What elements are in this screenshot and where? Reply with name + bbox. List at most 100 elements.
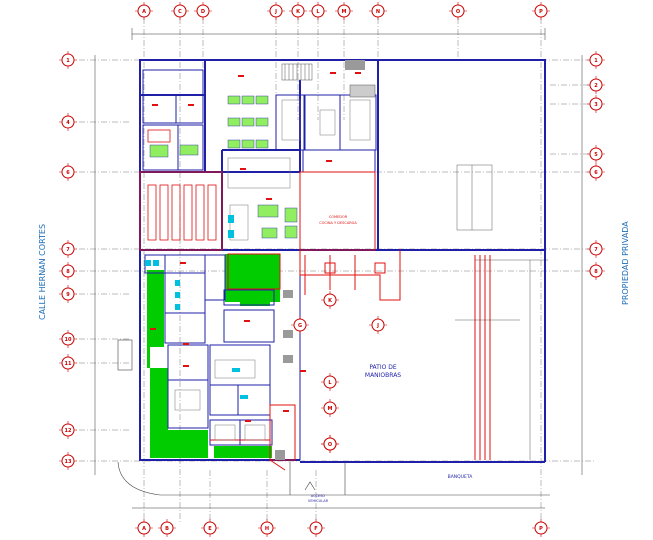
grid-bubble-right-2: 2 [587,76,605,94]
patio-label-line1: PATIO DE [369,364,397,371]
grid-bubble-inner-M: M [321,399,339,417]
grid-bubble-inner-L: L [321,373,339,391]
svg-text:7: 7 [66,247,70,253]
room-tags [150,72,361,422]
grid-bubble-left-6: 6 [59,163,77,181]
svg-text:K: K [328,298,333,304]
svg-text:E: E [208,526,212,532]
grid-bubble-right-8: 8 [587,262,605,280]
svg-text:N: N [376,9,380,15]
svg-text:5: 5 [594,152,598,158]
grid-bubble-left-10: 10 [59,330,77,348]
grid-bubble-top-N: N [369,2,387,20]
svg-text:8: 8 [594,269,598,275]
red-walls [139,171,491,471]
grid-bubble-bottom-P: P [532,519,550,537]
svg-text:9: 9 [66,292,70,298]
svg-text:J: J [376,323,379,329]
grid-bubble-top-M: M [335,2,353,20]
grid-bubble-bottom-B: B [158,519,176,537]
plan-labels: CALLE HERNAN CORTES PROPIEDAD PRIVADA PA… [38,215,630,503]
svg-text:12: 12 [65,428,72,434]
grid-bubble-left-13: 13 [59,452,77,470]
comedor-label-2: COCINA Y DESCARGA [319,221,357,225]
grid-bubble-left-11: 11 [59,354,77,372]
svg-text:2: 2 [594,83,598,89]
svg-text:O: O [456,9,460,15]
svg-text:O: O [328,442,332,448]
grid-bubble-inner-O: O [321,435,339,453]
svg-text:H: H [265,526,269,532]
svg-text:1: 1 [594,58,598,64]
svg-text:A: A [142,9,146,15]
grid-bubble-inner-K: K [321,291,339,309]
svg-text:C: C [178,9,182,15]
building-walls [139,59,546,463]
svg-text:P: P [539,9,543,15]
street-left-label: CALLE HERNAN CORTES [38,224,47,320]
svg-text:11: 11 [65,361,72,367]
grid-bubble-top-O: O [449,2,467,20]
grid-bubble-top-L: L [309,2,327,20]
interior-walls [142,69,377,460]
grid-bubble-left-12: 12 [59,421,77,439]
grid-bubble-right-1: 1 [587,51,605,69]
banqueta-label: BANQUETA [448,474,474,480]
svg-text:8: 8 [66,269,70,275]
patio-details [455,164,548,460]
grid-bubble-top-C: C [171,2,189,20]
svg-text:13: 13 [65,459,72,465]
svg-text:P: P [539,526,543,532]
grid-bubble-bottom-F: F [307,519,325,537]
grid-bubble-top-D: D [194,2,212,20]
grid-bubble-inner-J: J [369,316,387,334]
svg-text:6: 6 [66,170,70,176]
svg-text:K: K [296,9,301,15]
svg-text:7: 7 [594,247,598,253]
svg-text:M: M [328,406,333,412]
grid-bubble-right-7: 7 [587,240,605,258]
grid-bubble-bottom-A: A [135,519,153,537]
grid-bubble-bottom-H: H [258,519,276,537]
svg-text:4: 4 [66,120,70,126]
svg-text:L: L [316,9,320,15]
grid-bubble-top-A: A [135,2,153,20]
shelving-racks [147,129,217,241]
grid-bubble-right-6: 6 [587,163,605,181]
cyan-fixtures [145,215,248,399]
svg-text:M: M [342,9,347,15]
comedor-label-1: COMEDOR [329,215,348,219]
grid-bubble-left-8: 8 [59,262,77,280]
columns [275,60,365,460]
grid-bubble-inner-G: G [291,316,309,334]
svg-text:J: J [274,9,277,15]
svg-text:A: A [142,526,146,532]
grid-bubble-right-5: 5 [587,145,605,163]
svg-text:D: D [201,9,205,15]
grid-bubble-left-4: 4 [59,113,77,131]
access-label-2: VEHICULAR [308,499,329,503]
property-right-label: PROPIEDAD PRIVADA [621,221,630,305]
sidewalk [117,339,550,496]
patio-label-line2: MANIOBRAS [365,372,401,379]
grid-bubble-top-P: P [532,2,550,20]
svg-text:L: L [328,380,332,386]
svg-text:10: 10 [65,337,72,343]
dimension-lines [94,28,583,509]
svg-text:6: 6 [594,170,598,176]
office-furniture [149,95,298,239]
svg-text:F: F [314,526,317,532]
grid-bubble-bottom-E: E [201,519,219,537]
access-label-1: ACCESO [311,494,326,498]
grid-bubble-left-1: 1 [59,51,77,69]
grid-bubble-top-K: K [289,2,307,20]
svg-text:G: G [298,323,302,329]
grid-bubble-right-3: 3 [587,95,605,113]
green-areas [147,254,280,458]
svg-text:3: 3 [594,102,598,108]
svg-text:B: B [165,526,169,532]
svg-text:1: 1 [66,58,70,64]
stairs [281,63,376,98]
